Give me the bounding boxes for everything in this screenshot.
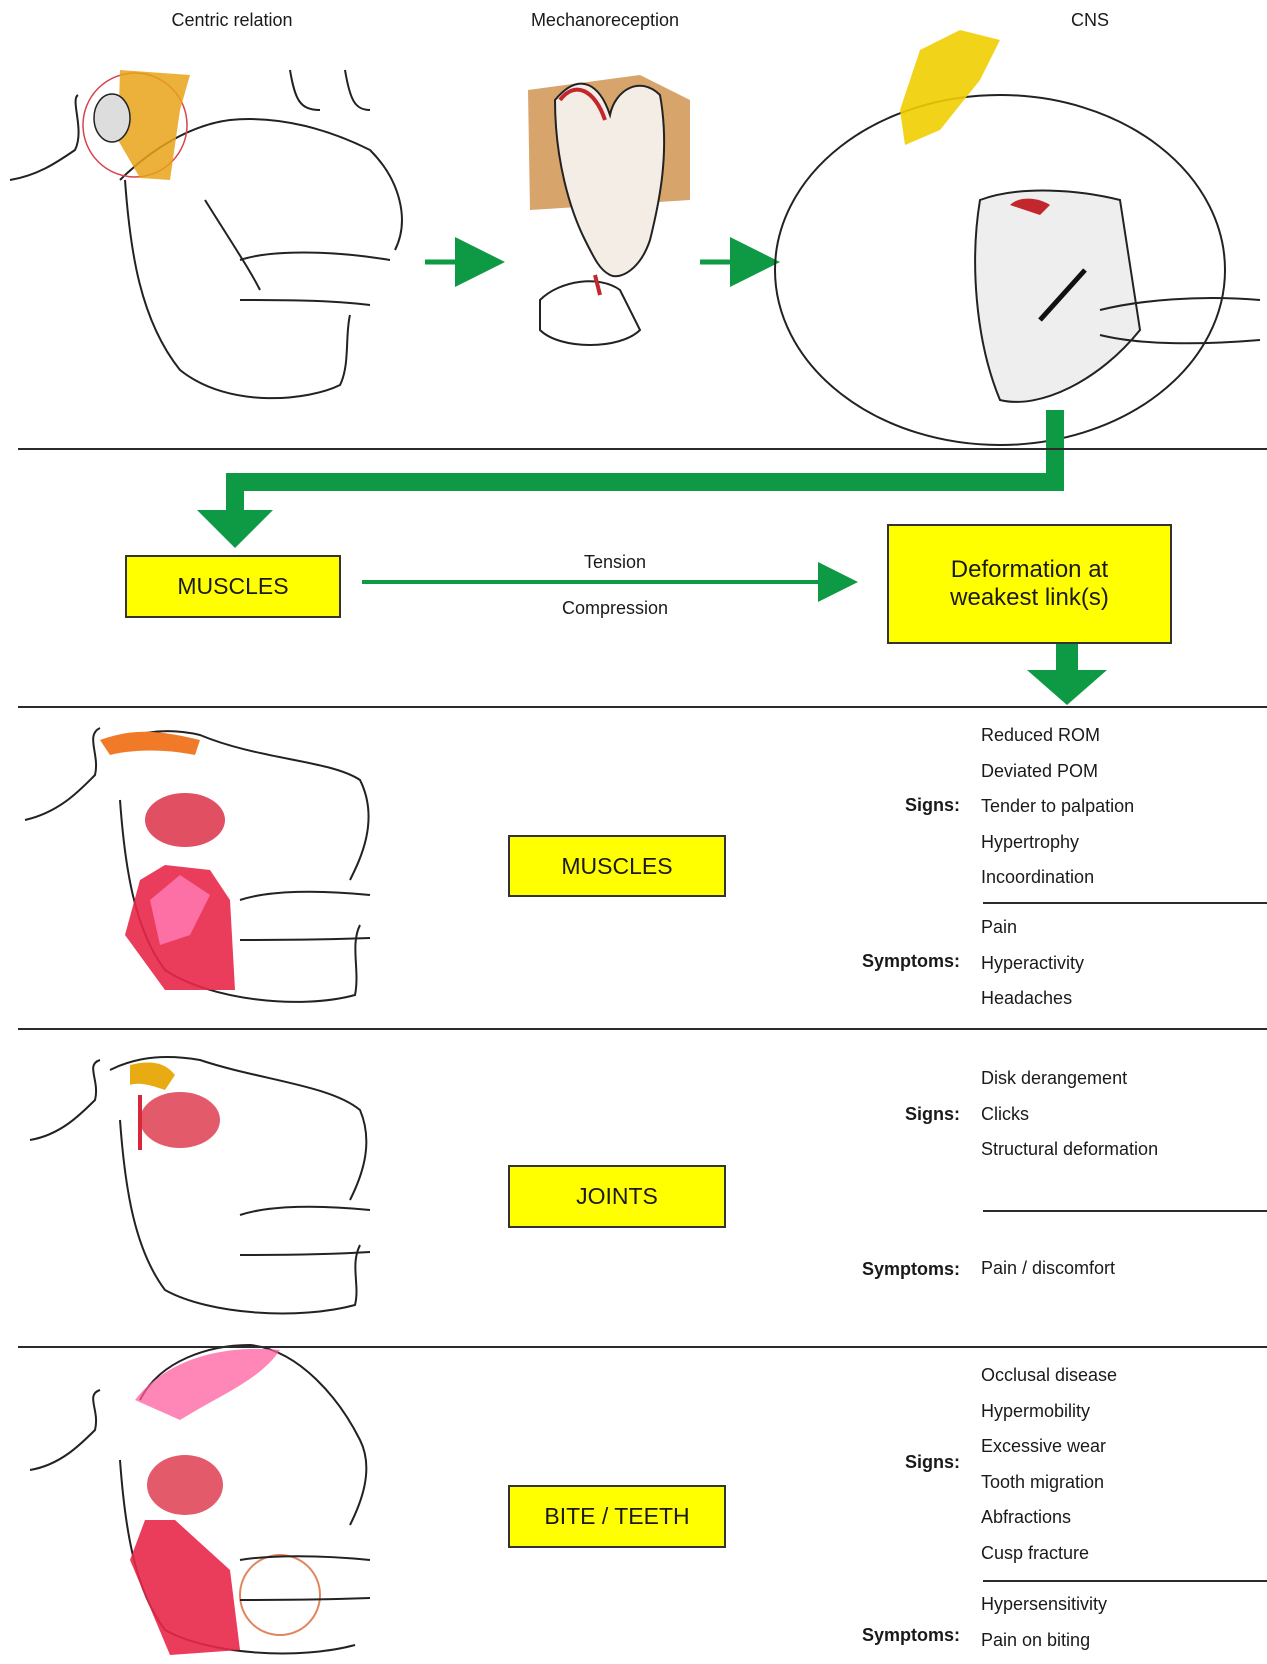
- list-item: Hypersensitivity: [981, 1587, 1107, 1623]
- green-down-arrow-stem: [1056, 640, 1078, 672]
- list-item: Hypermobility: [981, 1394, 1117, 1430]
- tension-label: Tension: [500, 552, 730, 573]
- muscles-symptoms-list: Pain Hyperactivity Headaches: [981, 910, 1084, 1017]
- joints-symptoms-label: Symptoms:: [800, 1259, 960, 1280]
- list-item: Pain on biting: [981, 1623, 1107, 1659]
- muscles-box-flow: MUSCLES: [125, 555, 341, 618]
- compression-label: Compression: [500, 598, 730, 619]
- bite-signs-label: Signs:: [830, 1452, 960, 1473]
- muscles-signs-divider: [983, 902, 1267, 904]
- skull-bite-teeth-illustration: [30, 1345, 370, 1655]
- muscles-signs-list: Reduced ROM Deviated POM Tender to palpa…: [981, 718, 1134, 896]
- list-item: Cusp fracture: [981, 1536, 1117, 1572]
- list-item: Tooth migration: [981, 1465, 1117, 1501]
- list-item: Abfractions: [981, 1500, 1117, 1536]
- green-arrowhead-muscles: [197, 510, 273, 548]
- list-item: Hypertrophy: [981, 825, 1134, 861]
- green-connector-cns-to-muscles: [235, 410, 1055, 515]
- deformation-box: Deformation at weakest link(s): [887, 524, 1172, 644]
- muscles-symptoms-label: Symptoms:: [800, 951, 960, 972]
- list-item: Hyperactivity: [981, 946, 1084, 982]
- list-item: Excessive wear: [981, 1429, 1117, 1465]
- condyle-shape: [94, 94, 130, 142]
- list-item: Structural deformation: [981, 1132, 1158, 1168]
- divider-section-2: [18, 1346, 1267, 1348]
- bite-teeth-box: BITE / TEETH: [508, 1485, 726, 1548]
- skull-centric-relation-illustration: [10, 70, 402, 398]
- skull-cns-illustration: [775, 30, 1260, 445]
- bite-symptoms-list: Hypersensitivity Pain on biting: [981, 1587, 1107, 1658]
- bite-signs-list: Occlusal disease Hypermobility Excessive…: [981, 1358, 1117, 1571]
- joints-box: JOINTS: [508, 1165, 726, 1228]
- joints-signs-list: Disk derangement Clicks Structural defor…: [981, 1061, 1158, 1168]
- joints-signs-divider: [983, 1210, 1267, 1212]
- list-item: Disk derangement: [981, 1061, 1158, 1097]
- bite-signs-divider: [983, 1580, 1267, 1582]
- list-item: Pain: [981, 910, 1084, 946]
- skull-muscles-illustration: [25, 728, 370, 1002]
- divider-top: [18, 448, 1267, 450]
- divider-section-1: [18, 1028, 1267, 1030]
- list-item: Tender to palpation: [981, 789, 1134, 825]
- list-item: Reduced ROM: [981, 718, 1134, 754]
- list-item: Clicks: [981, 1097, 1158, 1133]
- muscles-signs-label: Signs:: [830, 795, 960, 816]
- list-item: Headaches: [981, 981, 1084, 1017]
- list-item: Occlusal disease: [981, 1358, 1117, 1394]
- deformation-line-1: Deformation at: [951, 556, 1108, 584]
- divider-flow: [18, 706, 1267, 708]
- joints-symptoms-list: Pain / discomfort: [981, 1251, 1115, 1287]
- joints-signs-label: Signs:: [830, 1104, 960, 1125]
- deformation-line-2: weakest link(s): [950, 584, 1109, 612]
- green-down-arrowhead: [1027, 670, 1107, 705]
- skull-joints-illustration: [30, 1057, 370, 1313]
- list-item: Pain / discomfort: [981, 1251, 1115, 1287]
- tooth-mechanoreception-illustration: [528, 75, 690, 345]
- bite-symptoms-label: Symptoms:: [800, 1625, 960, 1646]
- muscles-box: MUSCLES: [508, 835, 726, 897]
- list-item: Deviated POM: [981, 754, 1134, 790]
- list-item: Incoordination: [981, 860, 1134, 896]
